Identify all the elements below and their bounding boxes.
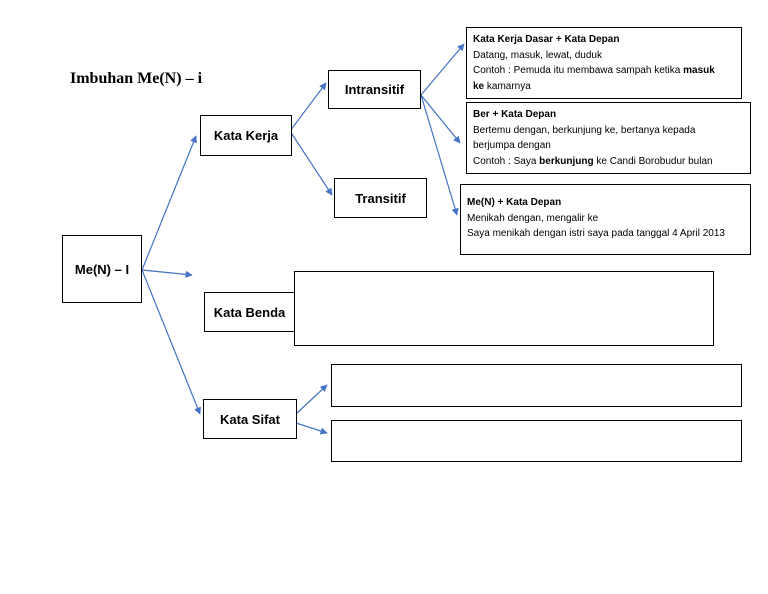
kata-sifat-empty-box-1: [331, 364, 742, 407]
node-intransitif-label: Intransitif: [344, 82, 405, 97]
info-line: Datang, masuk, lewat, duduk: [473, 49, 602, 61]
arrow-intransitif-to-dasar: [420, 43, 465, 96]
node-root: Me(N) – I: [62, 235, 142, 303]
info-line: berjumpa dengan: [473, 140, 551, 151]
info-box-kata-kerja-dasar: Kata Kerja Dasar + Kata Depan Datang, ma…: [466, 27, 742, 99]
arrow-kata-kerja-to-transitif: [289, 130, 333, 196]
info-box-ber: Ber + Kata Depan Bertemu dengan, berkunj…: [466, 102, 751, 174]
node-intransitif: Intransitif: [328, 70, 421, 109]
node-kata-sifat: Kata Sifat: [203, 399, 297, 439]
arrow-kata-kerja-to-intransitif: [289, 82, 327, 132]
info-line: Saya menikah dengan istri saya pada tang…: [467, 228, 725, 239]
arrow-root-to-kata-sifat: [141, 269, 201, 415]
node-transitif-label: Transitif: [355, 190, 406, 206]
arrow-root-to-kata-benda: [141, 269, 193, 278]
node-kata-benda: Kata Benda: [204, 292, 295, 332]
info-heading: Ber + Kata Depan: [473, 109, 557, 120]
info-line: Menikah dengan, mengalir ke: [467, 212, 599, 224]
arrow-kata-sifat-to-box1: [295, 384, 328, 415]
info-line: ke kamarnya: [473, 80, 531, 92]
info-heading: Kata Kerja Dasar + Kata Depan: [473, 34, 620, 45]
info-line: Contoh : Saya berkunjung ke Candi Borobu…: [473, 155, 713, 167]
info-line: Contoh : Pemuda itu membawa sampah ketik…: [473, 65, 715, 76]
kata-sifat-empty-box-2: [331, 420, 742, 462]
info-heading: Me(N) + Kata Depan: [467, 197, 562, 208]
node-kata-kerja-label: Kata Kerja: [213, 128, 279, 143]
page-title: Imbuhan Me(N) – i: [70, 70, 203, 87]
node-kata-sifat-label: Kata Sifat: [220, 411, 280, 427]
arrow-intransitif-to-men: [420, 94, 459, 216]
arrow-root-to-kata-kerja: [141, 135, 197, 271]
node-transitif: Transitif: [334, 178, 427, 218]
info-line: Bertemu dengan, berkunjung ke, bertanya …: [473, 124, 696, 136]
kata-benda-empty-box: [294, 271, 714, 346]
arrow-kata-sifat-to-box2: [295, 422, 328, 435]
node-root-label: Me(N) – I: [74, 261, 130, 277]
node-kata-benda-label: Kata Benda: [213, 304, 286, 320]
node-kata-kerja: Kata Kerja: [200, 115, 292, 156]
arrow-intransitif-to-ber: [420, 94, 461, 144]
info-box-men: Me(N) + Kata Depan Menikah dengan, menga…: [460, 184, 751, 255]
